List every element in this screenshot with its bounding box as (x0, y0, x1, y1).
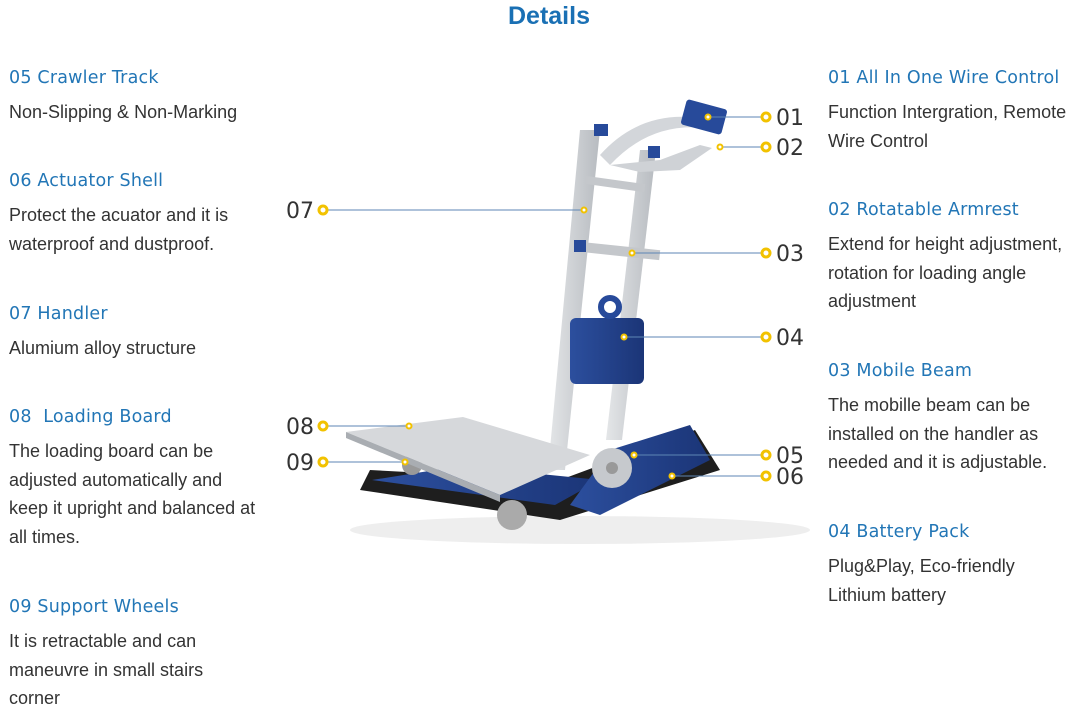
callout-05: 05 (776, 444, 804, 469)
page-title: Details (508, 2, 590, 30)
callout-08: 08 (286, 415, 314, 440)
feature-heading: 01 All In One Wire Control (828, 68, 1060, 88)
callout-03: 03 (776, 242, 804, 267)
feature-text: Non-Slipping & Non-Marking (9, 102, 238, 122)
feature-text: It is retractable and can maneuvre in sm… (9, 631, 204, 708)
feature-text: The mobille beam can be installed on the… (828, 395, 1048, 472)
feature-heading: 06 Actuator Shell (9, 171, 164, 191)
feature-heading: 09 Support Wheels (9, 597, 179, 617)
feature-support-wheels: 09 Support Wheels It is retractable and c… (9, 597, 249, 713)
feature-heading: 07 Handler (9, 304, 108, 324)
callout-04: 04 (776, 326, 804, 351)
feature-text: Protect the acuator and it is waterproof… (9, 205, 229, 254)
callout-lines (323, 116, 766, 477)
callout-dots (317, 111, 772, 482)
callout-01: 01 (776, 106, 804, 131)
feature-text: Function Intergration, Remote Wire Contr… (828, 102, 1067, 151)
callout-02: 02 (776, 136, 804, 161)
feature-heading: 05 Crawler Track (9, 68, 159, 88)
feature-text: Alumium alloy structure (9, 338, 197, 358)
feature-heading: 03 Mobile Beam (828, 361, 973, 381)
callout-09: 09 (286, 451, 314, 476)
stair-climber-illustration (346, 99, 810, 544)
callout-06: 06 (776, 465, 804, 490)
feature-heading: 02 Rotatable Armrest (828, 200, 1019, 220)
feature-heading: 08 Loading Board (9, 407, 172, 427)
feature-text: The loading board can be adjusted automa… (9, 441, 256, 547)
anchor-dots (401, 113, 724, 480)
callout-07: 07 (286, 199, 314, 224)
feature-text: Plug&Play, Eco-friendly Lithium battery (828, 556, 1015, 605)
feature-text: Extend for height adjustment, rotation f… (828, 234, 1063, 311)
feature-heading: 04 Battery Pack (828, 522, 970, 542)
